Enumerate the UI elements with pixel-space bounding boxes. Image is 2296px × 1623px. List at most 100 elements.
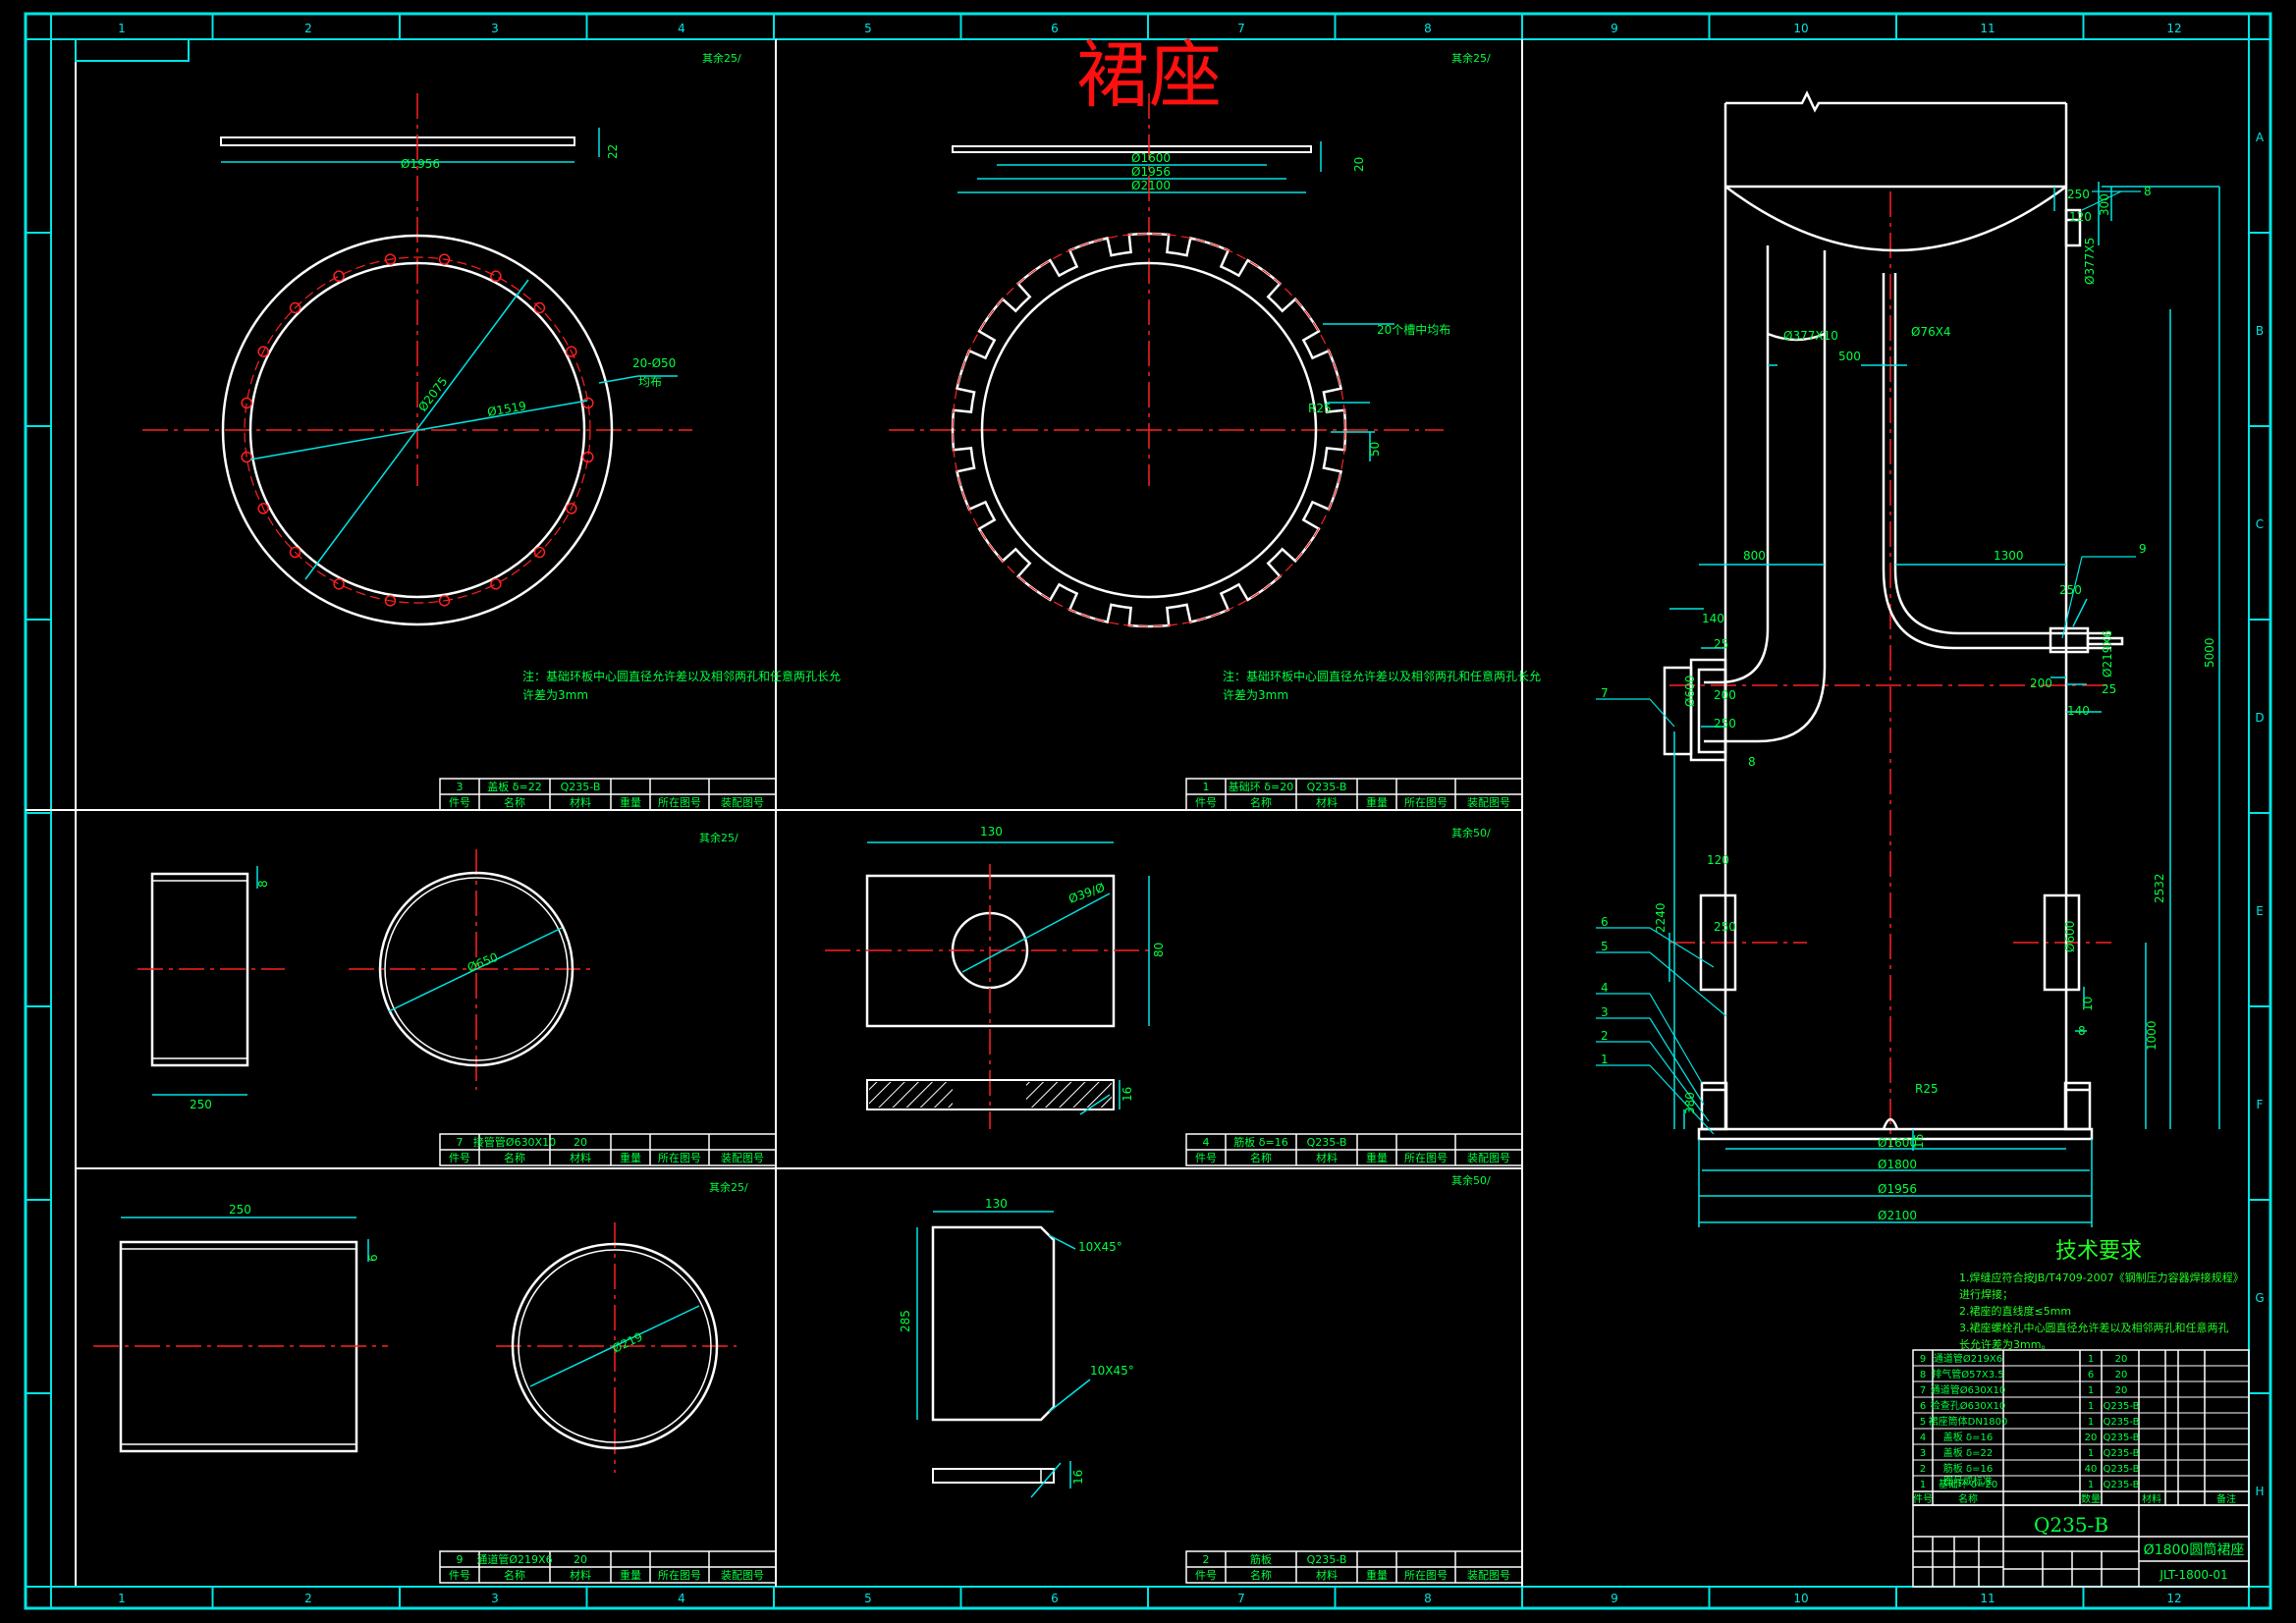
bom-cell: 筋板 δ=16	[1943, 1462, 1993, 1475]
technical-requirements: 技术要求 1.焊缝应符合按JB/T4709-2007《钢制压力容器焊接规程》 进…	[1959, 1239, 2244, 1351]
row-label: C	[2256, 517, 2264, 531]
small-pipe-outer	[1882, 273, 2111, 650]
plate-inner-circle	[980, 261, 1318, 599]
bom-cell: 40	[2085, 1464, 2098, 1475]
panel-rib-2: 130 285 10X45° 10X45° 16	[899, 1197, 1134, 1498]
bom-header: 数量	[2081, 1492, 2101, 1505]
table-cell: 4	[1203, 1136, 1210, 1149]
dim-label: 140	[1702, 612, 1724, 625]
table-cell: 20	[574, 1136, 587, 1149]
table-header: 件号	[449, 1569, 470, 1582]
bolt-hole	[289, 546, 301, 559]
balloon-label: 1	[1601, 1053, 1609, 1066]
dim-label: 120	[2069, 210, 2092, 224]
table-header: 装配图号	[1467, 1569, 1510, 1582]
bolt-hole	[257, 346, 269, 357]
dim-label: 20-Ø50	[632, 356, 676, 370]
tech-heading: 技术要求	[2055, 1239, 2142, 1264]
bom-cell: 4	[1920, 1433, 1926, 1443]
table-cell: 1	[1203, 781, 1210, 793]
dim-label: Ø377X5	[2083, 238, 2097, 285]
panel-base-plate: Ø1600 Ø1956 Ø2100 20 20个槽中均布 R25 50 注：基础…	[889, 93, 1541, 702]
row-label: H	[2255, 1485, 2264, 1498]
table-header: 装配图号	[721, 1569, 764, 1582]
part-table-4: 4 筋板 δ=16 Q235-B 件号 名称 材料 重量 所在图号 装配图号	[1185, 1133, 1523, 1166]
bolt-hole	[384, 253, 397, 265]
rib-right	[2063, 1081, 2092, 1131]
table-header: 材料	[1316, 1568, 1338, 1582]
dim-label: 130	[985, 1197, 1008, 1211]
bom-cell: 1	[2088, 1480, 2094, 1490]
tech-line: 1.焊缝应符合按JB/T4709-2007《钢制压力容器焊接规程》	[1959, 1271, 2244, 1284]
part-table-3: 3 盖板 δ=22 Q235-B 件号 名称 材料 重量 所在图号 装配图号	[439, 778, 777, 811]
bom-cell: 20	[2115, 1385, 2128, 1396]
dim-label: 250	[1714, 717, 1736, 730]
bolt-hole	[566, 503, 577, 514]
roughness-mark: 其余25/	[709, 1180, 748, 1194]
col-label: 8	[1424, 22, 1432, 35]
table-header: 装配图号	[1467, 1152, 1510, 1164]
dim-label: 300	[2098, 193, 2111, 216]
col-label: 3	[491, 1592, 499, 1605]
bom-cell: 2	[1920, 1464, 1926, 1475]
bom-cell: 7	[1920, 1385, 1926, 1396]
bom-cell: 基础环 δ=20	[1939, 1478, 1997, 1490]
dim-label: 50	[1368, 442, 1382, 457]
panel-plate-4: 130 80 Ø39/Ø 16	[825, 825, 1166, 1129]
bolt-hole	[438, 253, 451, 265]
table-header: 名称	[1250, 795, 1272, 809]
dim-label: 16	[1912, 1134, 1926, 1149]
table-cell: Q235-B	[1307, 781, 1347, 793]
border-row-labels: A B C D E F G H	[2255, 131, 2265, 1498]
tech-line: 3.裙座螺栓孔中心圆直径允许差以及相邻两孔和任意两孔	[1959, 1321, 2229, 1334]
dim-label: Ø1519	[486, 399, 527, 419]
bolt-hole	[533, 546, 546, 559]
bom-header: 件号	[1913, 1493, 1933, 1505]
col-label: 2	[304, 1592, 312, 1605]
part-table-1: 1 基础环 δ=20 Q235-B 件号 名称 材料 重量 所在图号 装配图号	[1185, 778, 1523, 811]
bom-std: 图号或标准	[1943, 1476, 1993, 1488]
bom-cell: Q235-B	[2103, 1433, 2139, 1443]
bolt-hole	[333, 578, 345, 590]
panel-note: 注：基础环板中心圆直径允许差以及相邻两孔和任意两孔长允	[522, 669, 841, 683]
table-cell: 3	[457, 781, 464, 793]
table-header: 名称	[1250, 1568, 1272, 1582]
table-header: 所在图号	[658, 1569, 701, 1582]
bom-header: 备注	[2216, 1492, 2236, 1505]
dim-label: 16	[1071, 1470, 1085, 1485]
table-header: 件号	[449, 796, 470, 809]
bolt-hole	[533, 301, 546, 314]
col-label: 11	[1980, 1592, 1995, 1605]
bom-cell: 检查孔Ø630X10	[1931, 1399, 2006, 1412]
col-label: 11	[1980, 22, 1995, 35]
col-label: 4	[678, 22, 685, 35]
col-label: 7	[1237, 1592, 1245, 1605]
dim-label: 5000	[2203, 637, 2216, 668]
bom-cell: Q235-B	[2103, 1480, 2139, 1490]
panel-note: 许差为3mm	[1223, 688, 1288, 702]
dim-label: Ø39/Ø	[1066, 881, 1107, 906]
dim-label: 22	[606, 144, 620, 159]
table-header: 重量	[1366, 795, 1388, 809]
row-label: G	[2255, 1291, 2264, 1305]
dim-label: Ø600	[2063, 921, 2077, 952]
col-label: 9	[1611, 22, 1618, 35]
dim-label: 均布	[638, 375, 662, 389]
dim-label: 250	[1714, 920, 1736, 934]
dim-label: Ø76X4	[1911, 325, 1951, 339]
panel-note: 注：基础环板中心圆直径允许差以及相邻两孔和任意两孔长允	[1223, 669, 1541, 683]
dim-label: 10	[2081, 997, 2095, 1011]
table-header: 装配图号	[721, 796, 764, 809]
bom-cell: 1	[1920, 1480, 1926, 1490]
rib-side-view	[932, 1468, 1055, 1484]
dim-label: Ø377X10	[1783, 329, 1838, 343]
col-label: 6	[1051, 22, 1059, 35]
table-cell: 9	[457, 1553, 464, 1566]
section-hatch-left	[869, 1082, 953, 1108]
tube-end-outer	[378, 871, 574, 1067]
dim-label: 6	[366, 1254, 380, 1262]
table-header: 件号	[1195, 1569, 1217, 1582]
bom-cell: 20	[2115, 1354, 2128, 1365]
balloon-label: 2	[1601, 1029, 1609, 1043]
bom-cell: 1	[2088, 1448, 2094, 1459]
